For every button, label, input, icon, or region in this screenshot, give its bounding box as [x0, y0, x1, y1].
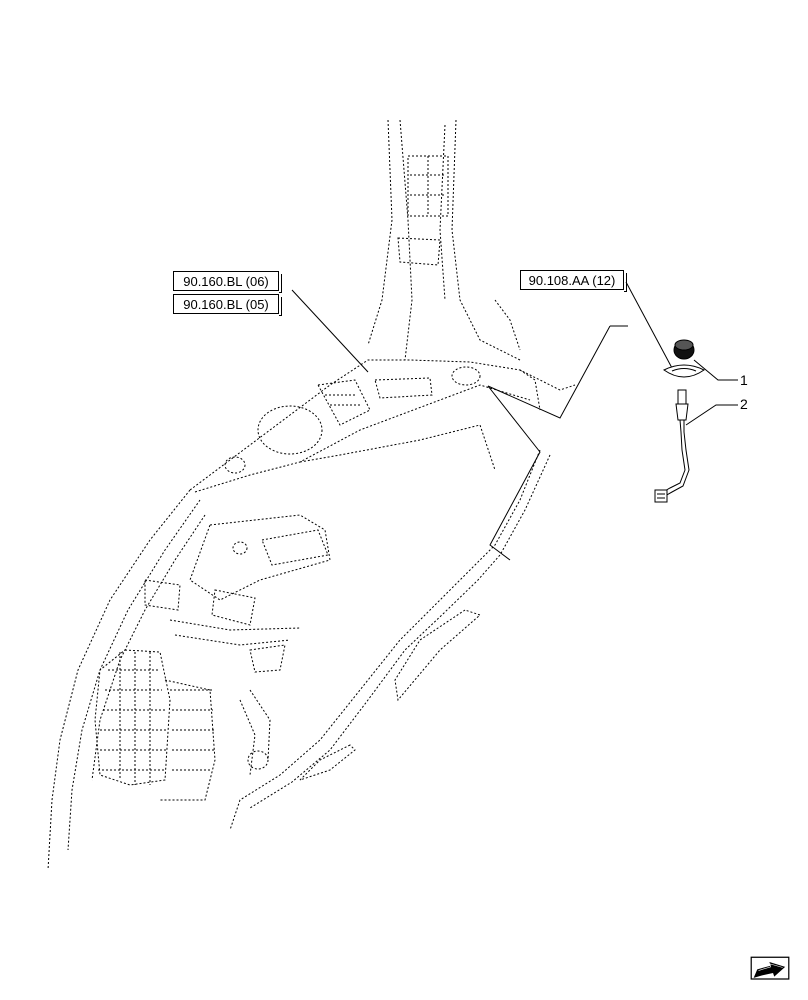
reference-label-90-160-bl-05[interactable]: 90.160.BL (05)	[173, 294, 282, 316]
reference-label-90-160-bl-06[interactable]: 90.160.BL (06)	[173, 271, 282, 293]
section-bracket-lower	[487, 385, 541, 561]
leader-ref-c	[625, 281, 673, 369]
next-page-arrow-icon[interactable]	[737, 956, 803, 996]
leader-item-1	[693, 359, 738, 381]
part-1-knob	[663, 339, 705, 378]
dash-gauge	[257, 405, 323, 455]
dashboard-top	[189, 359, 576, 491]
callout-item-1: 1	[740, 372, 748, 388]
part-2-bulb-harness	[654, 389, 690, 503]
section-bracket	[487, 325, 628, 419]
reference-label-90-108-aa-12[interactable]: 90.108.AA (12)	[520, 270, 627, 292]
pillar-outline	[367, 119, 521, 361]
cab-outer-contour	[47, 489, 191, 871]
callout-item-2: 2	[740, 396, 748, 412]
leader-ref-a	[291, 289, 369, 373]
leader-item-2	[685, 404, 738, 426]
side-panel	[229, 449, 541, 831]
